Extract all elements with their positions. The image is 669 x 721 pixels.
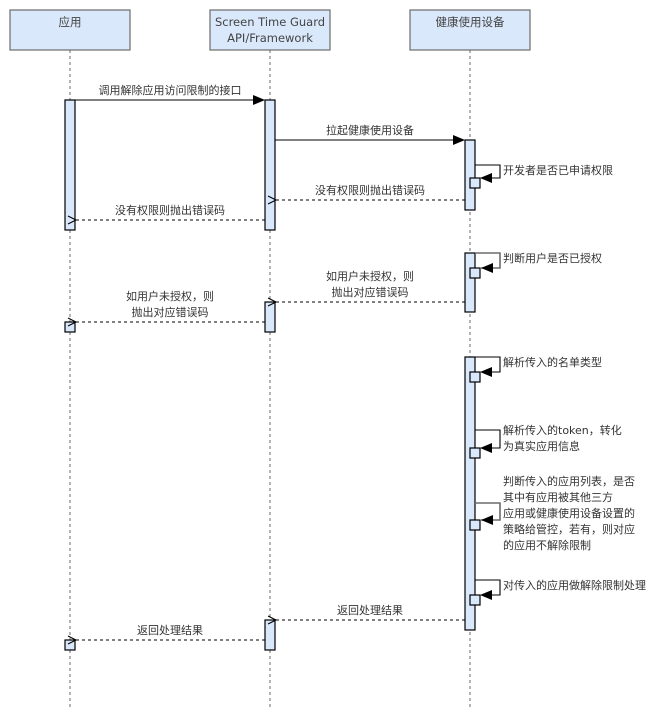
self-message-check-authorization: 判断用户是否已授权: [469, 251, 602, 279]
participant-framework-label-line2: API/Framework: [227, 31, 313, 45]
activation-device-1: [464, 139, 476, 211]
return-result-1: 返回处理结果: [276, 604, 465, 620]
message-label: 没有权限则抛出错误码: [115, 203, 225, 217]
message-label-line2: 抛出对应错误码: [332, 285, 409, 299]
participant-device-label: 健康使用设备: [436, 15, 505, 29]
message-label-line1: 如用户未授权，则: [126, 289, 214, 303]
message-label: 没有权限则抛出错误码: [315, 183, 425, 197]
activation-app-3: [64, 639, 76, 651]
activation-framework-1: [264, 99, 276, 231]
message-label: 对传入的应用做解除限制处理: [503, 578, 646, 592]
activation-device-2: [464, 252, 476, 313]
return-no-permission-1: 没有权限则抛出错误码: [276, 183, 465, 200]
message-label-line1: 解析传入的token，转化: [503, 423, 622, 437]
message-launch-device: 拉起健康使用设备: [275, 123, 465, 145]
activation-framework-2: [264, 301, 276, 333]
message-label-line2: 为真实应用信息: [503, 439, 580, 453]
activation-app-1: [64, 99, 76, 231]
message-label-line1: 判断传入的应用列表，是否: [503, 474, 635, 488]
message-label-line5: 的应用不解除限制: [503, 538, 591, 552]
message-label: 返回处理结果: [337, 604, 403, 617]
participant-app: 应用: [9, 9, 131, 51]
return-unauthorized-1: 如用户未授权，则 抛出对应错误码: [276, 269, 465, 302]
message-label: 拉起健康使用设备: [326, 123, 414, 137]
participant-framework: Screen Time Guard API/Framework: [209, 9, 331, 51]
message-label-line2: 其中有应用被其他三方: [503, 490, 613, 504]
participant-device: 健康使用设备: [409, 9, 531, 51]
self-message-check-permission: 开发者是否已申请权限: [469, 163, 613, 189]
message-label-line3: 应用或健康使用设备设置的: [503, 506, 635, 520]
message-label: 判断用户是否已授权: [503, 251, 602, 265]
message-label-line2: 抛出对应错误码: [132, 305, 209, 319]
participant-framework-label-line1: Screen Time Guard: [215, 15, 325, 29]
self-message-unlock-processing: 对传入的应用做解除限制处理: [469, 578, 646, 606]
message-label: 调用解除应用访问限制的接口: [99, 83, 242, 97]
activation-framework-3: [264, 619, 276, 651]
return-unauthorized-2: 如用户未授权，则 抛出对应错误码: [76, 289, 265, 322]
message-call-unlock-api: 调用解除应用访问限制的接口: [75, 83, 265, 105]
activation-app-2: [64, 321, 76, 333]
self-message-parse-list-type: 解析传入的名单类型: [469, 355, 602, 383]
message-label-line1: 如用户未授权，则: [326, 269, 414, 283]
return-no-permission-2: 没有权限则抛出错误码: [76, 203, 265, 220]
activation-device-3: [464, 356, 476, 631]
self-message-check-app-policy: 判断传入的应用列表，是否 其中有应用被其他三方 应用或健康使用设备设置的 策略给…: [469, 474, 635, 552]
participant-app-label: 应用: [59, 15, 82, 29]
return-result-2: 返回处理结果: [76, 624, 265, 640]
message-label-line4: 策略给管控，若有，则对应: [503, 522, 635, 536]
message-label: 开发者是否已申请权限: [503, 163, 613, 177]
message-label: 解析传入的名单类型: [503, 355, 602, 369]
self-message-parse-token: 解析传入的token，转化 为真实应用信息: [469, 423, 622, 459]
message-label: 返回处理结果: [137, 624, 203, 637]
